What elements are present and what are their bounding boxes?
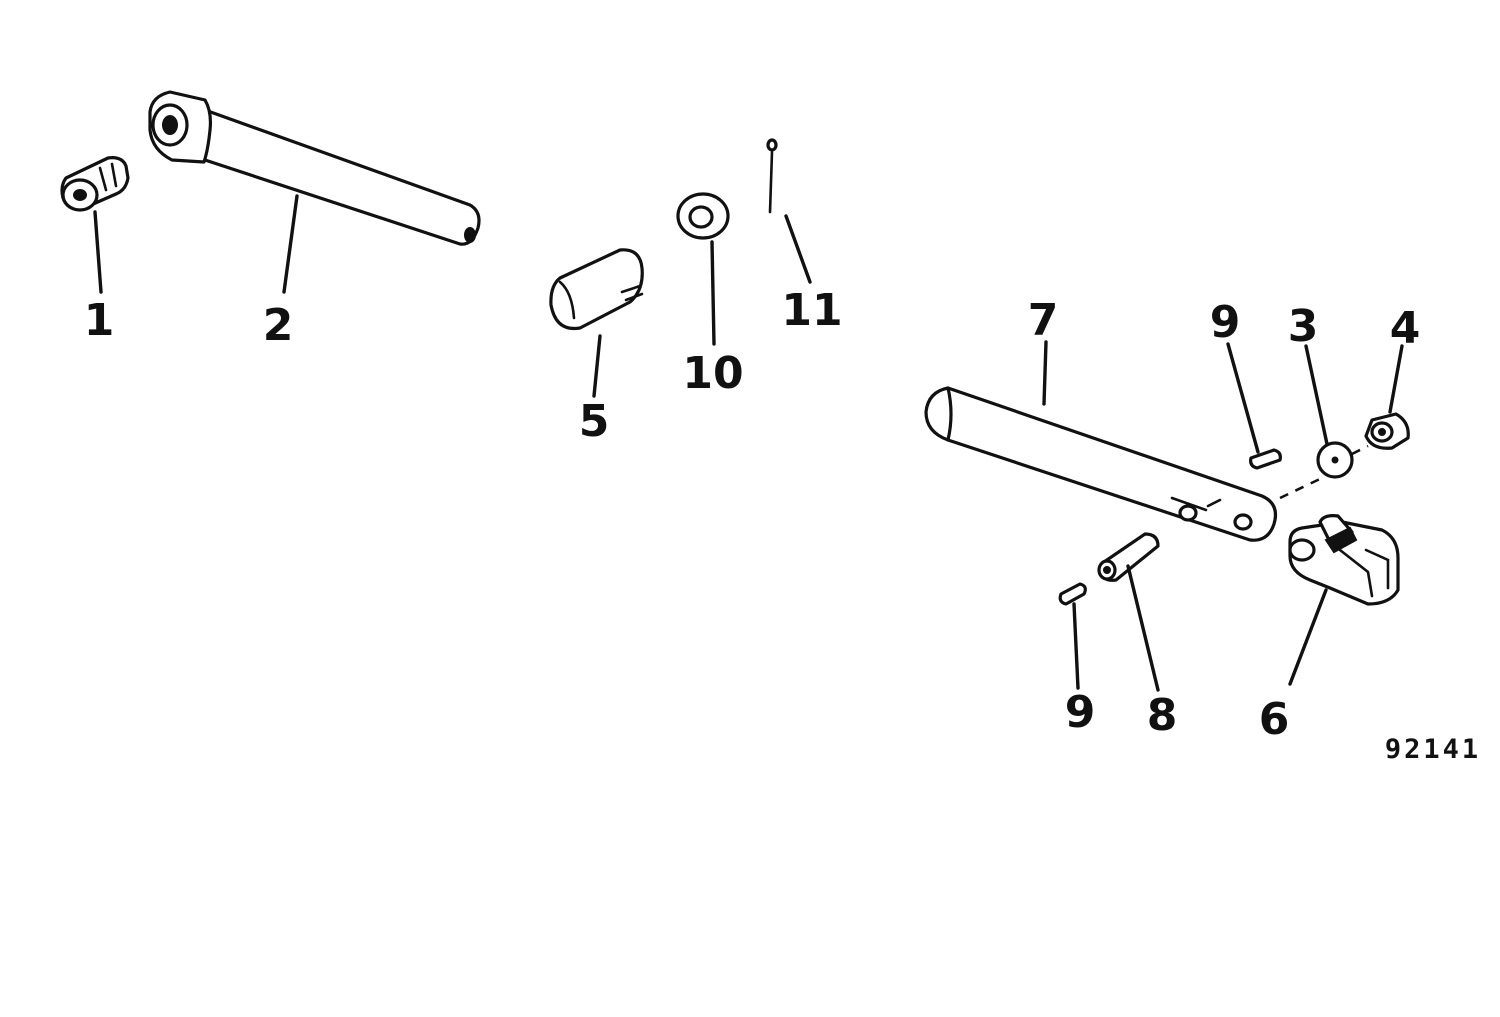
callout-9-lower: 9 [1065, 687, 1096, 738]
part-9-pin-lower [1058, 582, 1087, 606]
part-4-nut [1364, 412, 1410, 450]
callout-10: 10 [682, 348, 743, 399]
alignment-line [1279, 444, 1369, 500]
part-9-pin-upper [1249, 448, 1282, 470]
part-3-flat-washer [1316, 441, 1354, 479]
callout-3: 3 [1288, 301, 1319, 352]
callout-1: 1 [84, 295, 115, 346]
figure-number: 92141 [1385, 734, 1481, 765]
part-11-cotter-pin [766, 138, 778, 214]
part-10-washer [676, 192, 730, 240]
callout-9-upper: 9 [1210, 297, 1241, 348]
part-1-bushing [60, 156, 130, 212]
part-5-sleeve [549, 248, 644, 331]
callout-8: 8 [1147, 690, 1178, 741]
callout-7: 7 [1028, 295, 1059, 346]
callout-labels: 1 2 5 10 11 7 9 3 4 6 8 9 [84, 285, 1421, 745]
callout-5: 5 [579, 396, 610, 447]
callout-11: 11 [781, 285, 842, 336]
callout-2: 2 [263, 300, 294, 351]
part-6-clevis [1288, 514, 1400, 606]
part-8-roller-pin [1097, 532, 1160, 582]
part-7-shaft [924, 386, 1278, 542]
part-2-shift-rod [148, 90, 481, 246]
callout-4: 4 [1390, 303, 1421, 354]
callout-6: 6 [1259, 694, 1290, 745]
leader-lines [93, 194, 1404, 692]
